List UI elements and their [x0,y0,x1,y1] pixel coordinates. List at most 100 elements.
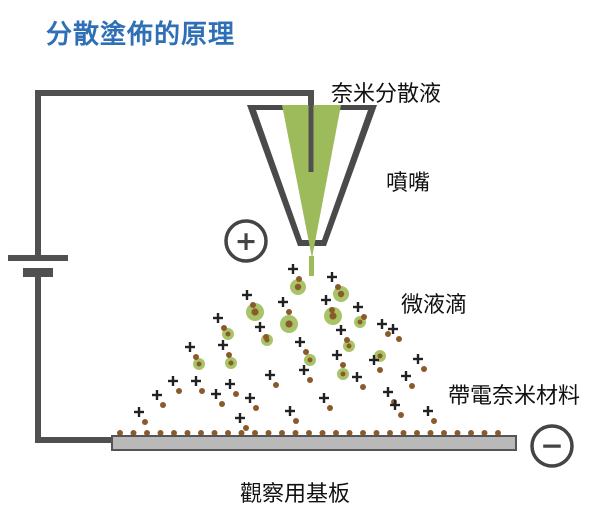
label-charged-material: 帶電奈米材料 [448,384,581,409]
label-dispersion: 奈米分散液 [331,82,442,107]
nanoparticle [294,283,302,291]
positive-charge [191,376,201,386]
deposited-particle [306,430,312,436]
deposited-particle [373,430,380,436]
positive-charge [265,370,275,380]
nanoparticle [273,382,279,388]
nanoparticle [286,309,292,315]
positive-charge [383,387,393,397]
nanoparticle [335,284,341,290]
positive-charge [288,264,298,274]
nanoparticle [221,325,227,331]
positive-charge [255,322,265,332]
positive-charge [319,393,329,403]
deposited-particle [387,430,393,436]
nanoparticle [293,418,299,424]
deposited-particle [333,430,339,436]
nanoparticle [263,334,269,340]
positive-charge [285,406,295,416]
deposited-particle [319,430,326,436]
positive-charge [336,325,346,335]
negative-electrode-sign: − [540,429,563,462]
nanoparticle [340,371,346,377]
deposited-particle [481,430,488,436]
nanoparticle [307,357,313,363]
nanoparticle [360,384,366,390]
positive-charge [242,290,252,300]
liquid-jet [309,256,314,276]
nanoparticle [228,360,234,366]
diagram-title: 分散塗佈的原理 [46,20,236,50]
positive-charge [218,340,228,350]
positive-charge [152,390,162,400]
deposited-particle [252,430,258,436]
positive-charge [211,389,221,399]
positive-charge [278,297,288,307]
positive-charge [377,319,387,329]
observation-substrate [111,435,517,451]
nanoparticle [329,307,335,313]
positive-charge [235,413,245,423]
nanoparticle [337,290,345,298]
positive-charge [168,376,178,386]
nanoparticle [225,331,231,337]
nanoparticle [377,353,383,359]
nanoparticle [329,312,337,320]
deposited-particle [279,430,285,436]
deposited-particle [414,430,420,436]
nanoparticle [344,337,350,343]
deposited-particle [346,430,353,436]
positive-charge [332,350,342,360]
nanoparticle [377,367,383,373]
deposited-particle [265,430,272,436]
nanoparticle [160,402,166,408]
label-substrate: 觀察用基板 [240,482,351,507]
nanoparticle [307,377,313,383]
positive-charge [299,365,309,375]
nanoparticle [398,412,404,418]
label-nozzle: 噴嘴 [386,171,431,196]
nanoparticle [385,331,391,337]
deposited-particle [468,430,474,436]
positive-charge [369,355,379,365]
deposited-particle [238,430,245,436]
nanoparticle [233,391,239,397]
nanoparticle [409,383,415,389]
positive-charge [295,337,305,347]
nanoparticle [296,276,302,282]
positive-charge [321,295,331,305]
positive-charge [134,407,144,417]
positive-charge [401,371,411,381]
nanoparticle [421,366,427,372]
positive-charge [245,393,255,403]
dispersion-liquid [282,105,341,258]
positive-electrode-symbol [224,219,268,263]
positive-charge [225,379,235,389]
deposited-particle [211,430,218,436]
deposited-particle [130,430,137,436]
nanoparticle [219,401,225,407]
positive-charge [327,272,337,282]
deposited-particle [360,430,366,436]
nanoparticle [176,388,182,394]
label-droplets: 微液滴 [401,293,468,318]
positive-charge [423,406,433,416]
positive-charge [388,324,398,334]
nanoparticle [253,405,259,411]
nanoparticle [196,361,202,367]
nanoparticle [431,418,437,424]
deposited-particle [441,430,447,436]
negative-electrode-symbol [530,424,574,468]
nanoparticle [226,352,232,358]
positive-charge [413,354,423,364]
nanoparticle [243,425,249,431]
deposited-particle [400,430,407,436]
deposited-particle [495,430,501,436]
deposited-particle [198,430,204,436]
nanoparticle [396,336,402,342]
positive-electrode-sign: + [235,226,258,257]
nanoparticle [193,354,199,360]
positive-charge [185,342,195,352]
deposited-particle [454,430,461,436]
